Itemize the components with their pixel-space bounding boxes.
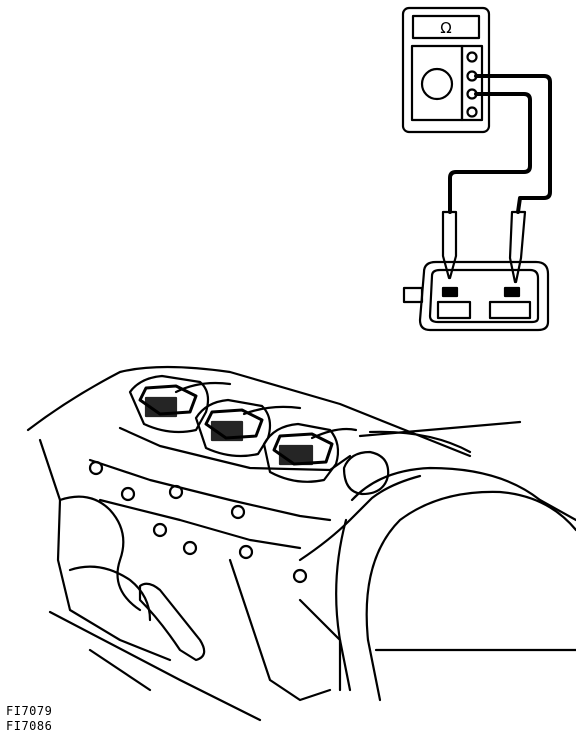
coil-3-base (262, 422, 340, 483)
ohmmeter (401, 6, 491, 134)
lead-wire-inner (448, 92, 532, 214)
head-front-edge (38, 438, 172, 662)
block-edge (298, 598, 342, 692)
bolt-hole (182, 540, 198, 556)
terminal-strip (460, 44, 484, 122)
coil-connector (402, 260, 550, 332)
ignition-coil-2 (194, 398, 302, 458)
head-ridge (118, 426, 352, 472)
terminal-4-icon (466, 106, 478, 118)
ignition-coil-3 (262, 422, 358, 483)
ignition-coil-1 (128, 374, 232, 434)
probe-left (441, 210, 458, 280)
ohmmeter-dial (420, 67, 454, 101)
coil-2-base (194, 398, 272, 458)
coil-1-lead (174, 381, 232, 394)
duct-front (335, 518, 352, 692)
head-outline-top (26, 365, 472, 458)
engine-head (26, 365, 472, 722)
bolt-hole (120, 486, 136, 502)
bolt-hole (168, 484, 184, 500)
ohmmeter-panel (410, 44, 464, 122)
side-line-2 (88, 648, 152, 692)
figure-codes: FI7079 FI7086 (6, 704, 52, 734)
front-contour (58, 495, 142, 612)
right-body (298, 474, 422, 562)
probes (441, 210, 527, 284)
bolt-hole (230, 504, 246, 520)
cover-bolt-line (98, 498, 302, 550)
bolt-hole (88, 460, 104, 476)
bottom-block (228, 558, 332, 702)
figure-code-2: FI7086 (6, 719, 53, 733)
lead-wire-outer (474, 74, 552, 214)
duct-body-inner (365, 490, 576, 642)
cover-lower-line (88, 458, 332, 522)
connector-outer (418, 260, 550, 332)
connector-tab (402, 286, 424, 304)
lower-bracket (138, 582, 206, 662)
bolt-holes (88, 460, 308, 584)
bolt-hole (292, 568, 308, 584)
coil-3-block (278, 444, 314, 466)
duct-outer (358, 420, 522, 438)
duct-body-outer (350, 466, 576, 522)
ohmmeter-display (411, 14, 481, 40)
connector-key (436, 300, 532, 320)
terminal-1-icon (466, 51, 478, 63)
coil-1-block (144, 396, 178, 418)
coil-3-lead (310, 427, 358, 440)
ohm-symbol: Ω (440, 19, 451, 37)
bolt-hole (152, 522, 168, 538)
probe-right (508, 210, 527, 284)
duct-rim-2 (366, 638, 382, 702)
duct-top (368, 430, 472, 454)
figure-code-1: FI7079 (6, 704, 53, 718)
pin-right (503, 286, 521, 298)
coil-2-lead (242, 405, 302, 416)
ohmmeter-body (401, 6, 491, 134)
side-line-1 (48, 610, 262, 722)
air-duct (335, 420, 576, 702)
test-leads (448, 74, 552, 214)
coil-1-base (128, 374, 210, 434)
pin-left (441, 286, 459, 298)
bolt-hole (238, 544, 254, 560)
connector-inner (428, 268, 540, 324)
hose (68, 565, 152, 622)
coil-2-block (210, 420, 244, 442)
